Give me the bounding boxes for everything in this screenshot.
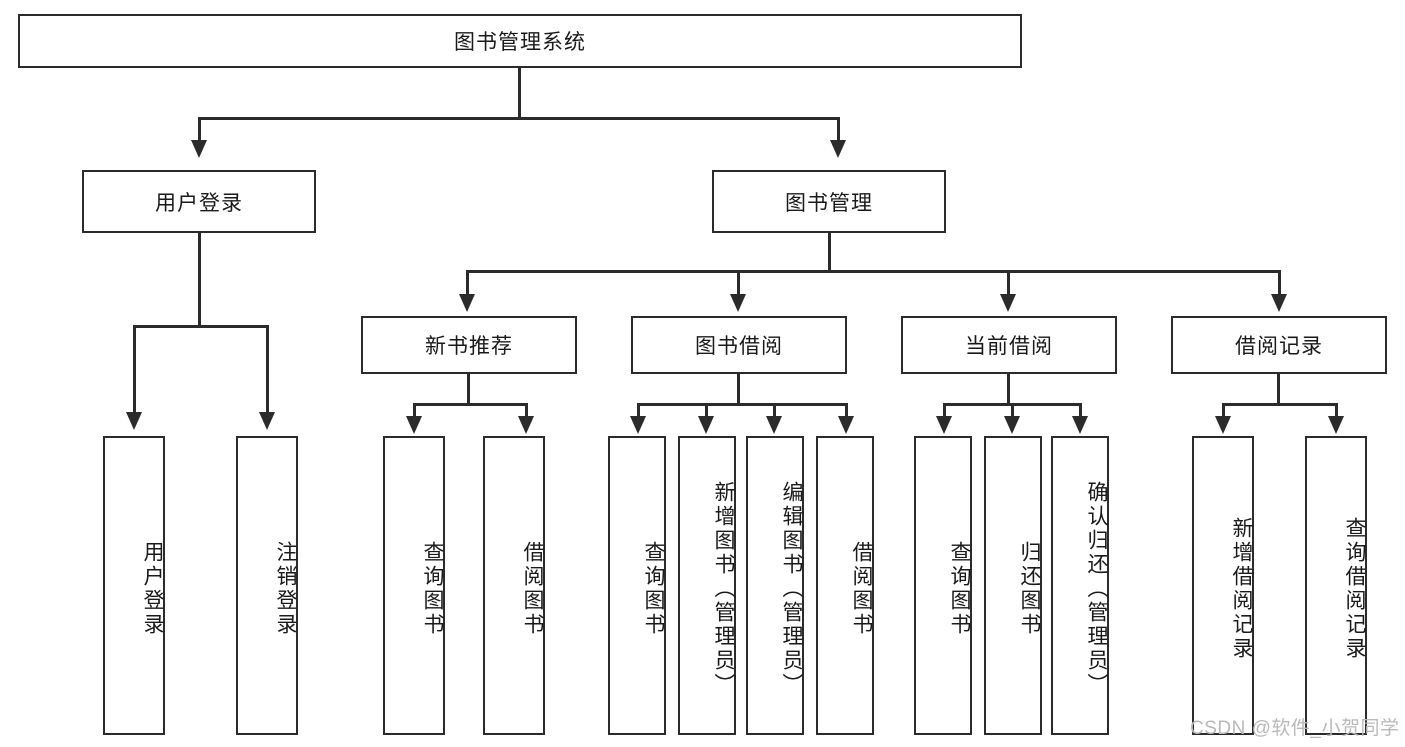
leaf-logout[interactable]: 注销登录 — [236, 436, 298, 735]
connector-book-management-stem — [828, 233, 831, 273]
arrow-user-login-to-leaf-1 — [126, 412, 142, 430]
leaf-confirm-return-admin[interactable]: 确认归还（管理员） — [1051, 436, 1109, 735]
arrow-book-borrow-to-leaf-1 — [630, 416, 646, 434]
connector-user-login-to-leaf-2 — [266, 325, 269, 415]
leaf-query-borrow-record[interactable]: 查询借阅记录 — [1305, 436, 1367, 735]
arrow-book-borrow-to-leaf-4 — [838, 416, 854, 434]
connector-book-borrow-stem — [737, 374, 740, 406]
connector-new-book-stem — [467, 374, 470, 406]
node-label: 图书管理系统 — [454, 31, 586, 54]
node-label: 用户登录 — [155, 191, 243, 215]
node-label: 图书借阅 — [695, 335, 783, 358]
node-label: 当前借阅 — [965, 335, 1053, 358]
connector-borrow-record-to-leaf-1 — [1222, 403, 1225, 419]
arrow-user-login-to-leaf-2 — [259, 412, 275, 430]
connector-root-to-book-management — [837, 117, 840, 142]
connector-new-book-to-leaf-2 — [525, 403, 528, 419]
connector-bm-to-borrow-record — [1278, 270, 1281, 297]
node-label: 编辑图书（管理员） — [780, 480, 803, 697]
arrow-root-to-user-login — [191, 140, 207, 158]
node-user-login[interactable]: 用户登录 — [82, 170, 316, 233]
connector-new-book-bus — [413, 403, 528, 406]
connector-book-borrow-to-leaf-2 — [705, 403, 708, 419]
leaf-add-borrow-record[interactable]: 新增借阅记录 — [1192, 436, 1254, 735]
connector-borrow-record-to-leaf-2 — [1335, 403, 1338, 419]
node-borrow-record[interactable]: 借阅记录 — [1171, 316, 1387, 374]
node-book-borrow[interactable]: 图书借阅 — [631, 316, 847, 374]
connector-current-borrow-to-leaf-2 — [1011, 403, 1014, 419]
leaf-add-book-admin[interactable]: 新增图书（管理员） — [678, 436, 736, 735]
arrow-root-to-book-management — [830, 140, 846, 158]
leaf-borrow-book[interactable]: 借阅图书 — [816, 436, 874, 735]
node-label: 归还图书 — [1018, 540, 1041, 637]
leaf-query-book-current[interactable]: 查询图书 — [914, 436, 972, 735]
connector-bm-to-new-book — [466, 270, 469, 297]
node-label: 新书推荐 — [425, 335, 513, 358]
node-label: 用户登录 — [141, 540, 164, 637]
connector-current-borrow-to-leaf-1 — [943, 403, 946, 419]
node-current-borrow[interactable]: 当前借阅 — [901, 316, 1117, 374]
watermark-text: CSDN @软件_小贺同学 — [1190, 718, 1400, 739]
connector-root-to-user-login — [198, 117, 201, 142]
node-label: 借阅图书 — [850, 540, 873, 637]
arrow-borrow-record-to-leaf-1 — [1215, 416, 1231, 434]
arrow-new-book-to-leaf-2 — [518, 416, 534, 434]
connector-current-borrow-stem — [1007, 374, 1010, 406]
arrow-bm-to-borrow-record — [1271, 294, 1287, 312]
connector-borrow-record-bus — [1222, 403, 1338, 406]
connector-borrow-record-stem — [1277, 374, 1280, 406]
leaf-borrow-book-recommend[interactable]: 借阅图书 — [483, 436, 545, 735]
arrow-bm-to-current-borrow — [1000, 294, 1016, 312]
connector-bm-to-current-borrow — [1007, 270, 1010, 297]
leaf-return-book[interactable]: 归还图书 — [984, 436, 1042, 735]
connector-root-bus — [198, 117, 840, 120]
node-root-book-management-system[interactable]: 图书管理系统 — [18, 14, 1022, 68]
node-new-book-recommend[interactable]: 新书推荐 — [361, 316, 577, 374]
leaf-edit-book-admin[interactable]: 编辑图书（管理员） — [746, 436, 804, 735]
arrow-current-borrow-to-leaf-2 — [1004, 416, 1020, 434]
leaf-query-book-borrow[interactable]: 查询图书 — [608, 436, 666, 735]
arrow-bm-to-book-borrow — [730, 294, 746, 312]
arrow-bm-to-new-book — [459, 294, 475, 312]
connector-new-book-to-leaf-1 — [413, 403, 416, 419]
arrow-book-borrow-to-leaf-3 — [766, 416, 782, 434]
connector-user-login-stem — [198, 233, 201, 328]
node-label: 确认归还（管理员） — [1085, 480, 1108, 697]
node-label: 查询图书 — [948, 540, 971, 637]
node-label: 图书管理 — [785, 191, 873, 215]
connector-user-login-to-leaf-1 — [133, 325, 136, 415]
arrow-borrow-record-to-leaf-2 — [1328, 416, 1344, 434]
connector-book-management-bus — [466, 270, 1281, 273]
connector-book-borrow-bus — [637, 403, 848, 406]
node-label: 查询图书 — [642, 540, 665, 637]
node-label: 查询借阅记录 — [1343, 516, 1366, 661]
connector-book-borrow-to-leaf-4 — [845, 403, 848, 419]
connector-book-borrow-to-leaf-3 — [773, 403, 776, 419]
arrow-new-book-to-leaf-1 — [406, 416, 422, 434]
connector-book-borrow-to-leaf-1 — [637, 403, 640, 419]
leaf-user-login[interactable]: 用户登录 — [103, 436, 165, 735]
connector-bm-to-book-borrow — [737, 270, 740, 297]
arrow-current-borrow-to-leaf-3 — [1072, 416, 1088, 434]
leaf-query-book-recommend[interactable]: 查询图书 — [383, 436, 445, 735]
connector-user-login-bus — [133, 325, 269, 328]
node-label: 借阅记录 — [1235, 335, 1323, 358]
arrow-book-borrow-to-leaf-2 — [698, 416, 714, 434]
node-label: 新增借阅记录 — [1230, 516, 1253, 661]
node-label: 新增图书（管理员） — [712, 480, 735, 697]
arrow-current-borrow-to-leaf-1 — [936, 416, 952, 434]
node-book-management[interactable]: 图书管理 — [712, 170, 946, 233]
connector-current-borrow-to-leaf-3 — [1079, 403, 1082, 419]
connector-root-stem — [518, 68, 521, 117]
node-label: 借阅图书 — [521, 540, 544, 637]
node-label: 注销登录 — [274, 540, 297, 637]
node-label: 查询图书 — [421, 540, 444, 637]
